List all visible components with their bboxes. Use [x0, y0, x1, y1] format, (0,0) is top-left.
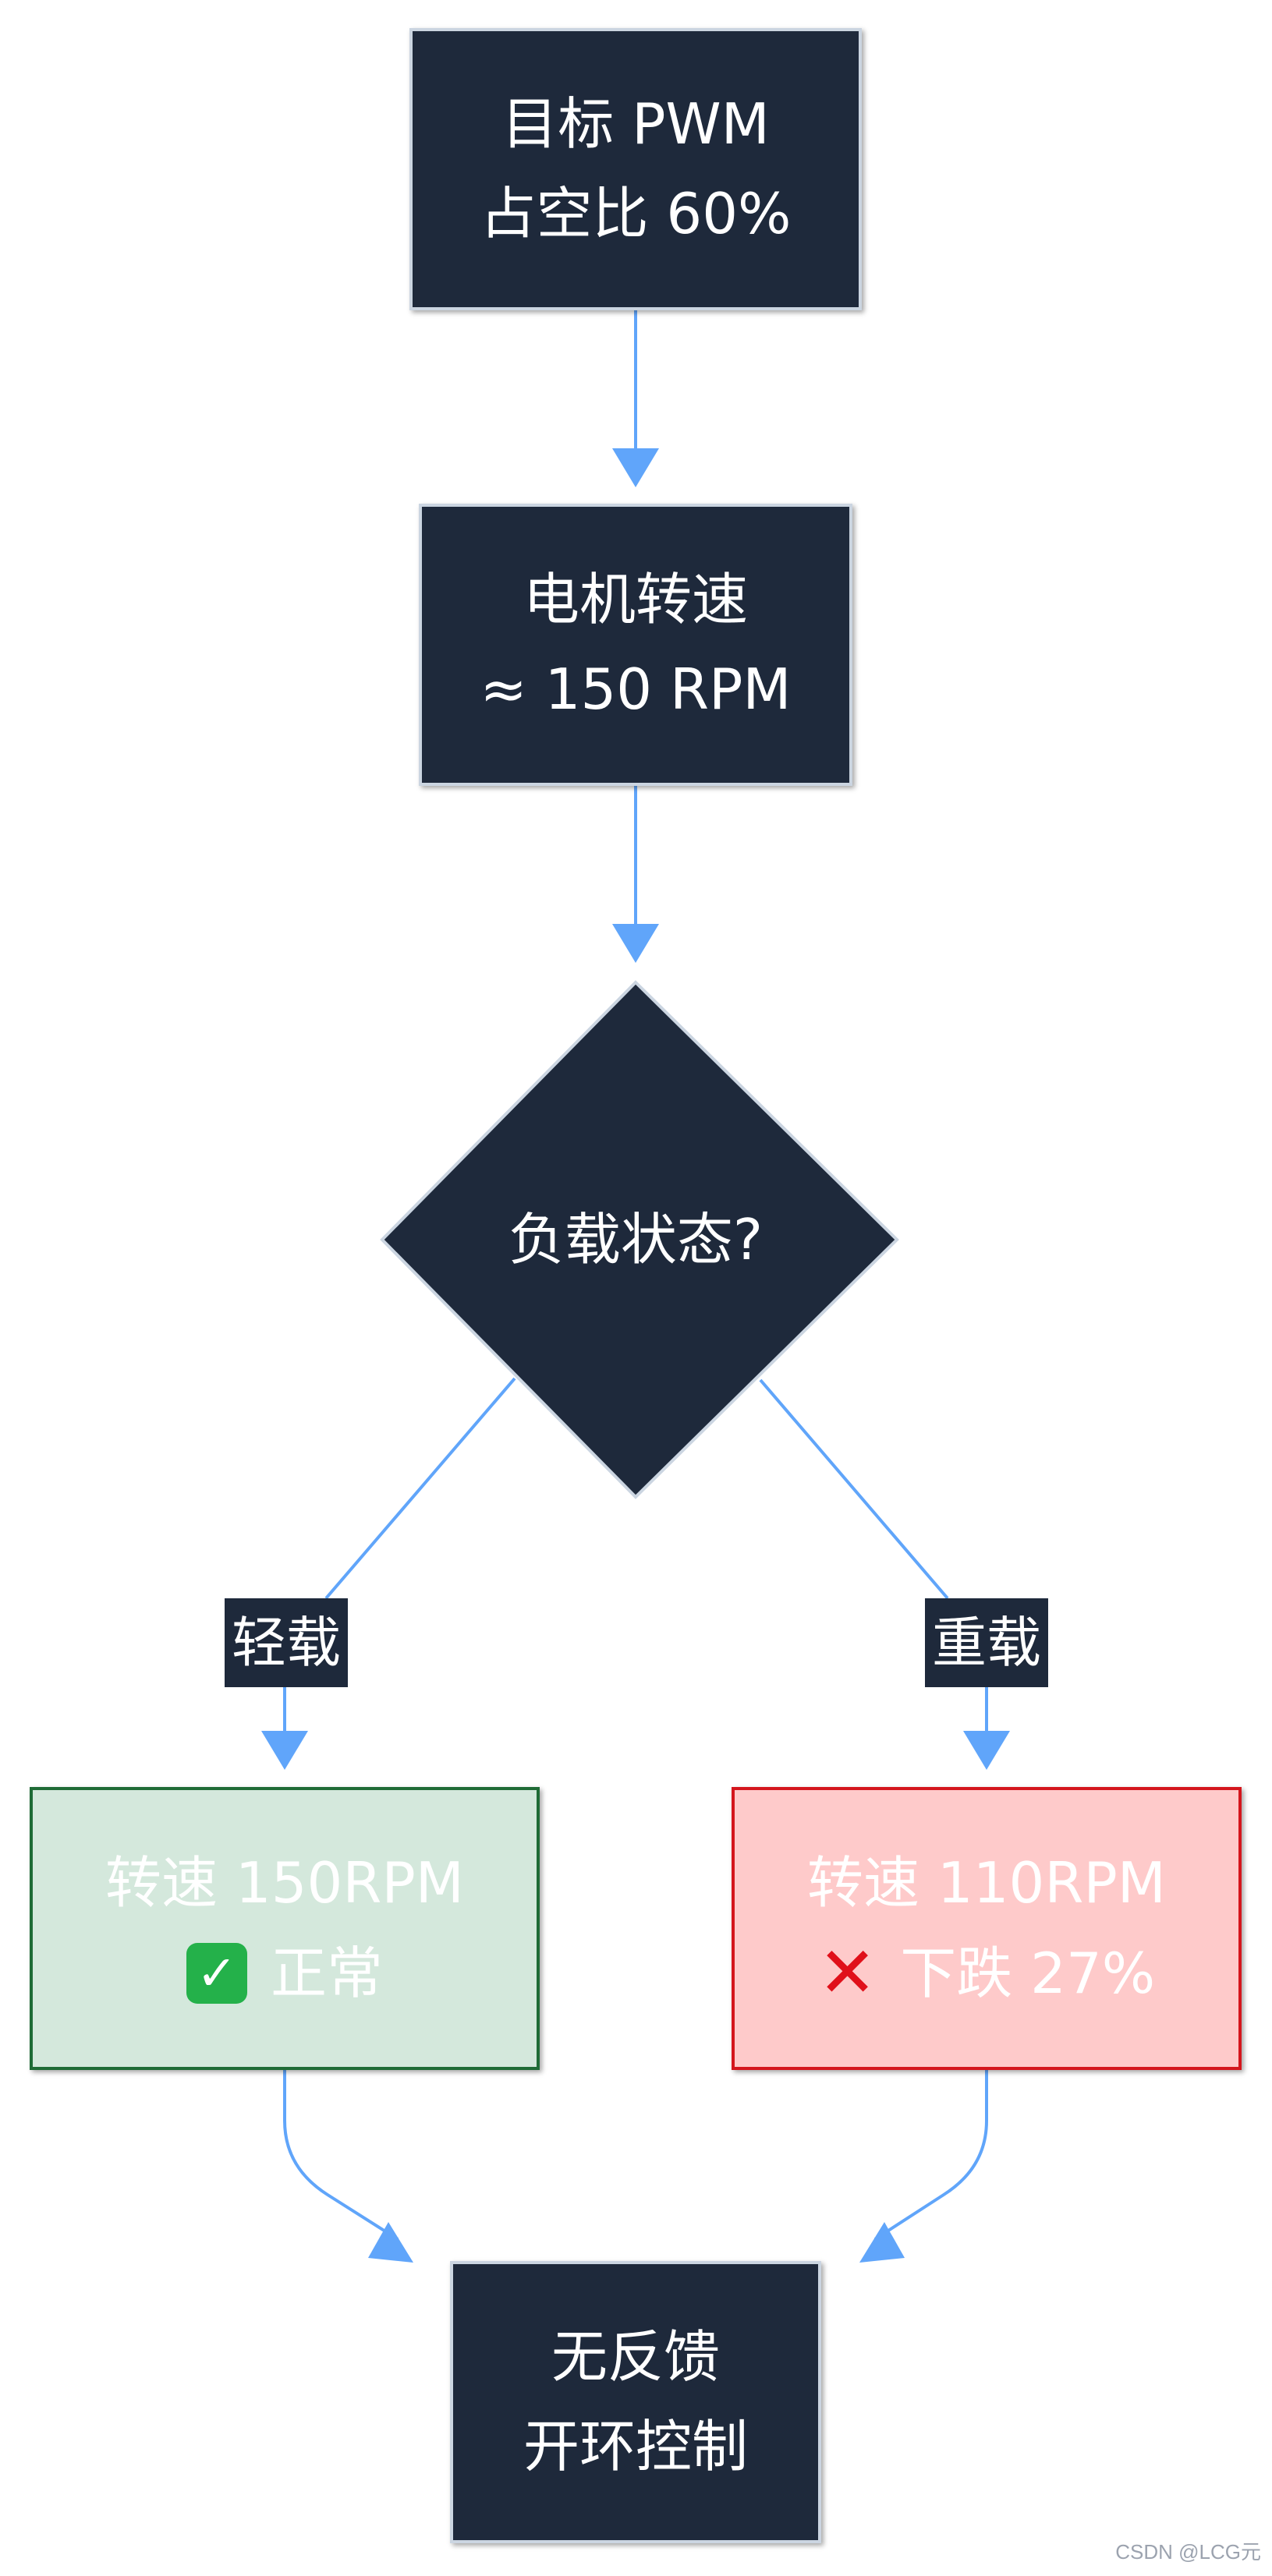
heavy-load-speed: 转速 110RPM	[807, 1850, 1166, 1916]
check-mark-icon: ✓	[186, 1943, 247, 2005]
heavy-load-status: ✕ 下跌 27%	[818, 1929, 1155, 2019]
target-pwm-title: 目标 PWM	[501, 90, 770, 157]
light-load-status: ✓ 正常	[186, 1929, 383, 2019]
open-loop-subtitle: 开环控制	[523, 2414, 748, 2479]
motor-speed-node: 电机转速 ≈ 150 RPM	[419, 504, 852, 786]
arrowhead-icon	[612, 448, 659, 487]
target-pwm-duty: 占空比 60%	[480, 181, 792, 246]
arrowhead-icon	[612, 924, 659, 963]
arrowhead-icon	[261, 1731, 308, 1770]
arrowhead-icon	[368, 2222, 413, 2263]
edge-label-light: 轻载	[225, 1598, 348, 1687]
arrowhead-icon	[859, 2222, 905, 2263]
open-loop-node: 无反馈 开环控制	[450, 2261, 821, 2543]
open-loop-title: 无反馈	[551, 2323, 720, 2390]
heavy-load-result-node: 转速 110RPM ✕ 下跌 27%	[732, 1787, 1242, 2070]
load-decision-label: 负载状态?	[508, 1207, 764, 1272]
decision-diamond	[380, 980, 899, 1499]
edge-decision-to-light	[324, 1377, 516, 1600]
watermark: CSDN @LCG元	[1115, 2540, 1261, 2564]
motor-speed-title: 电机转速	[523, 566, 748, 632]
target-pwm-node: 目标 PWM 占空比 60%	[409, 28, 862, 310]
cross-mark-icon: ✕	[817, 1932, 877, 2015]
light-load-status-text: 正常	[270, 1940, 383, 2006]
edge-decision-to-heavy	[759, 1378, 949, 1600]
edge-label-heavy: 重载	[925, 1598, 1048, 1687]
edge-heavy-to-openloop	[873, 2070, 988, 2241]
motor-speed-value: ≈ 150 RPM	[480, 656, 792, 722]
heavy-load-status-text: 下跌 27%	[900, 1940, 1156, 2006]
light-load-result-node: 转速 150RPM ✓ 正常	[30, 1787, 540, 2070]
light-load-speed: 转速 150RPM	[105, 1850, 464, 1916]
arrowhead-icon	[963, 1731, 1010, 1770]
edge-light-to-openloop	[283, 2070, 399, 2241]
